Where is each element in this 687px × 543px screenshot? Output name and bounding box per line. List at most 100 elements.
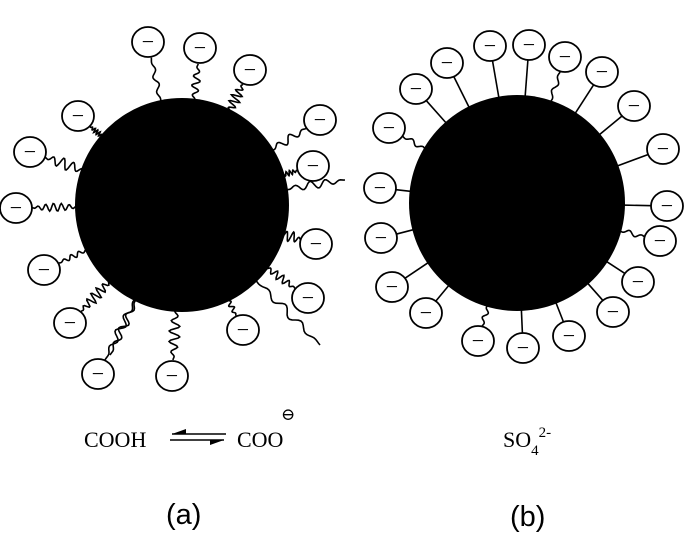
polymer-chain [80,279,112,313]
polymer-chain [109,297,139,356]
charge-symbol: − [523,32,535,57]
sulfate-linker [425,99,448,125]
polymer-chain [167,307,181,361]
sulfate-linker [524,59,529,99]
negative-charge-icon: − [646,133,680,165]
negative-charge-icon: − [375,271,409,303]
negative-charge-icon: − [183,32,217,64]
sulfate-linker [573,84,595,116]
charge-symbol: − [375,225,387,250]
negative-charge-icon: − [81,358,115,390]
charge-symbol: − [64,310,76,335]
chains-b [394,59,653,334]
negative-charge-icon: − [155,360,189,392]
charge-symbol: − [72,103,84,128]
particle-core-b [409,95,625,311]
negative-charge-icon: − [372,112,406,144]
formula-cooh: COOH [84,427,146,452]
sulfate-linker [549,70,562,104]
polymer-chain [58,248,89,264]
ions-b: −−−−−−−−−−−−−−−−−−−− [363,29,684,364]
charge-symbol: − [310,231,322,256]
negative-charge-icon: − [585,56,619,88]
negative-charge-icon: − [0,192,33,224]
charge-symbol: − [517,335,529,360]
negative-charge-icon: − [617,90,651,122]
charge-symbol: − [563,323,575,348]
sulfate-linker [615,153,650,168]
panel-b: −−−−−−−−−−−−−−−−−−−− SO42- (b) [363,29,684,533]
negative-charge-icon: − [61,100,95,132]
charge-symbol: − [607,299,619,324]
charge-symbol: − [194,35,206,60]
polymer-chain [44,156,86,173]
sulfate-linker [585,281,604,302]
panel-label-a: (a) [166,499,201,531]
charge-symbol: − [654,228,666,253]
negative-charge-icon: − [399,73,433,105]
negative-charge-icon: − [430,47,464,79]
charge-symbol: − [237,317,249,342]
negative-charge-icon: − [552,320,586,352]
negative-charge-icon: − [506,332,540,364]
polymer-chain [150,57,162,105]
charge-symbol: − [596,59,608,84]
equilibrium-arrows [170,429,226,445]
sulfate-linker [621,204,653,207]
negative-charge-icon: − [291,282,325,314]
sulfate-linker [404,260,431,280]
sulfate-linker [554,300,565,323]
charge-symbol: − [92,361,104,386]
negative-charge-icon: − [13,136,47,168]
polymer-chain [31,202,80,213]
charge-symbol: − [559,44,571,69]
sulfate-linker [452,76,471,110]
negative-charge-icon: − [363,172,397,204]
charge-symbol: − [10,195,22,220]
negative-charge-icon: − [643,225,677,257]
sulfate-linker [481,303,490,327]
polymer-chain [269,127,307,152]
negative-charge-icon: − [364,222,398,254]
particle-core-a [75,98,289,312]
formula-sulfate: SO42- [503,425,551,459]
charge-symbol: − [314,107,326,132]
panel-label-b: (b) [510,501,545,533]
charge-symbol: − [166,363,178,388]
polymer-chain [104,296,137,361]
charge-symbol: − [628,93,640,118]
sulfate-linker [520,307,524,334]
charge-symbol: − [24,139,36,164]
charge-symbol: − [244,57,256,82]
sulfate-linker [401,134,427,151]
sulfate-linker [597,114,624,137]
sulfate-linker [434,283,451,302]
charge-symbol: − [142,29,154,54]
negative-charge-icon: − [512,29,546,61]
negative-charge-icon: − [621,266,655,298]
charge-symbol: − [484,33,496,58]
polymer-chain [191,63,201,103]
negative-charge-icon: − [131,26,165,58]
negative-charge-icon: − [53,307,87,339]
negative-charge-icon: − [596,296,630,328]
charge-symbol: − [632,269,644,294]
charge-symbol: − [383,115,395,140]
charge-symbol: − [472,328,484,353]
charge-symbol: − [38,257,50,282]
charge-symbol: − [420,300,432,325]
negative-charge-icon: − [233,54,267,86]
sulfate-linker [491,60,500,100]
charge-symbol: − [657,136,669,161]
negative-charge-icon: − [303,104,337,136]
sulfate-linker [618,229,646,238]
negative-charge-icon: − [461,325,495,357]
negative-charge-icon: − [473,30,507,62]
charge-symbol: − [374,175,386,200]
negative-charge-icon: − [226,314,260,346]
negative-charge-icon: − [27,254,61,286]
charge-symbol: − [302,285,314,310]
charge-symbol: − [386,274,398,299]
chains-a [31,57,346,361]
